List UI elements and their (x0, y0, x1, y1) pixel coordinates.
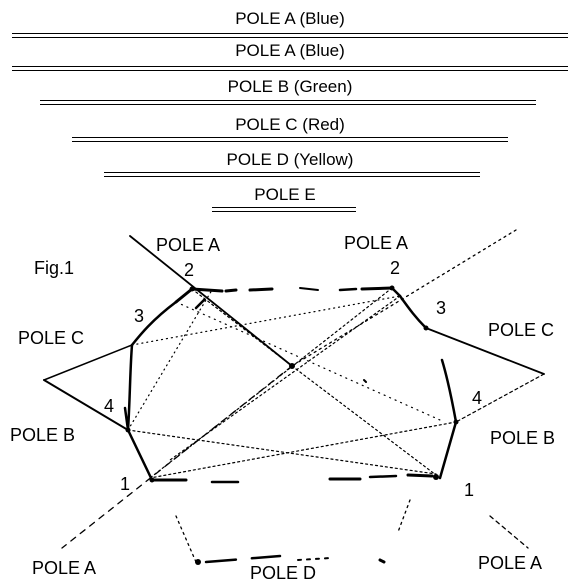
terminal-4-right: 4 (472, 388, 483, 408)
diagonal-tl-br (129, 235, 441, 479)
pole-d-label: POLE D (Yellow) (226, 150, 354, 169)
pole-a-bar-1 (12, 33, 568, 38)
terminal-2-right: 2 (390, 258, 401, 278)
terminal-4-left: 4 (104, 396, 115, 416)
bottom-arc-dashes (150, 473, 434, 484)
pole-b-label: POLE B (Green) (227, 77, 353, 96)
crossing-dotted-lines (127, 287, 457, 479)
pole-c-label: POLE C (Red) (235, 115, 345, 134)
pole-a-bottom-left-label: POLE A (32, 558, 97, 578)
pole-c-bar (72, 137, 508, 142)
pole-a-top-right-label: POLE A (344, 233, 409, 253)
figure-caption: Fig.1 (34, 258, 75, 278)
left-winding (123, 287, 194, 482)
lower-lines (175, 499, 529, 564)
pole-e-bar (212, 207, 356, 212)
left-pole-c-lines (43, 344, 133, 431)
pole-a-label-2: POLE A (Blue) (235, 41, 345, 60)
pole-c-left-label: POLE C (18, 328, 85, 348)
pole-a-top-left-label: POLE A (156, 235, 221, 255)
terminal-1-right: 1 (464, 480, 475, 500)
junction-dots (125, 285, 459, 565)
top-arc-dashes (190, 286, 394, 293)
pole-b-right-label: POLE B (490, 428, 556, 448)
right-winding (390, 286, 458, 480)
right-pole-c-lines (425, 327, 545, 423)
terminal-3-right: 3 (436, 298, 447, 318)
pole-c-right-label: POLE C (488, 320, 555, 340)
terminal-3-left: 3 (134, 306, 145, 326)
terminal-1-left: 1 (120, 474, 131, 494)
pole-b-left-label: POLE B (10, 425, 76, 445)
terminal-2-left: 2 (184, 260, 195, 280)
pole-e-label: POLE E (254, 185, 316, 204)
pole-b-bar (40, 100, 536, 105)
pole-d-bottom-label: POLE D (250, 563, 317, 583)
pole-a-bottom-right-label: POLE A (478, 553, 543, 573)
pole-a-bar-2 (12, 66, 568, 71)
pole-a-label-1: POLE A (Blue) (235, 9, 345, 28)
pole-d-bar (104, 172, 480, 177)
